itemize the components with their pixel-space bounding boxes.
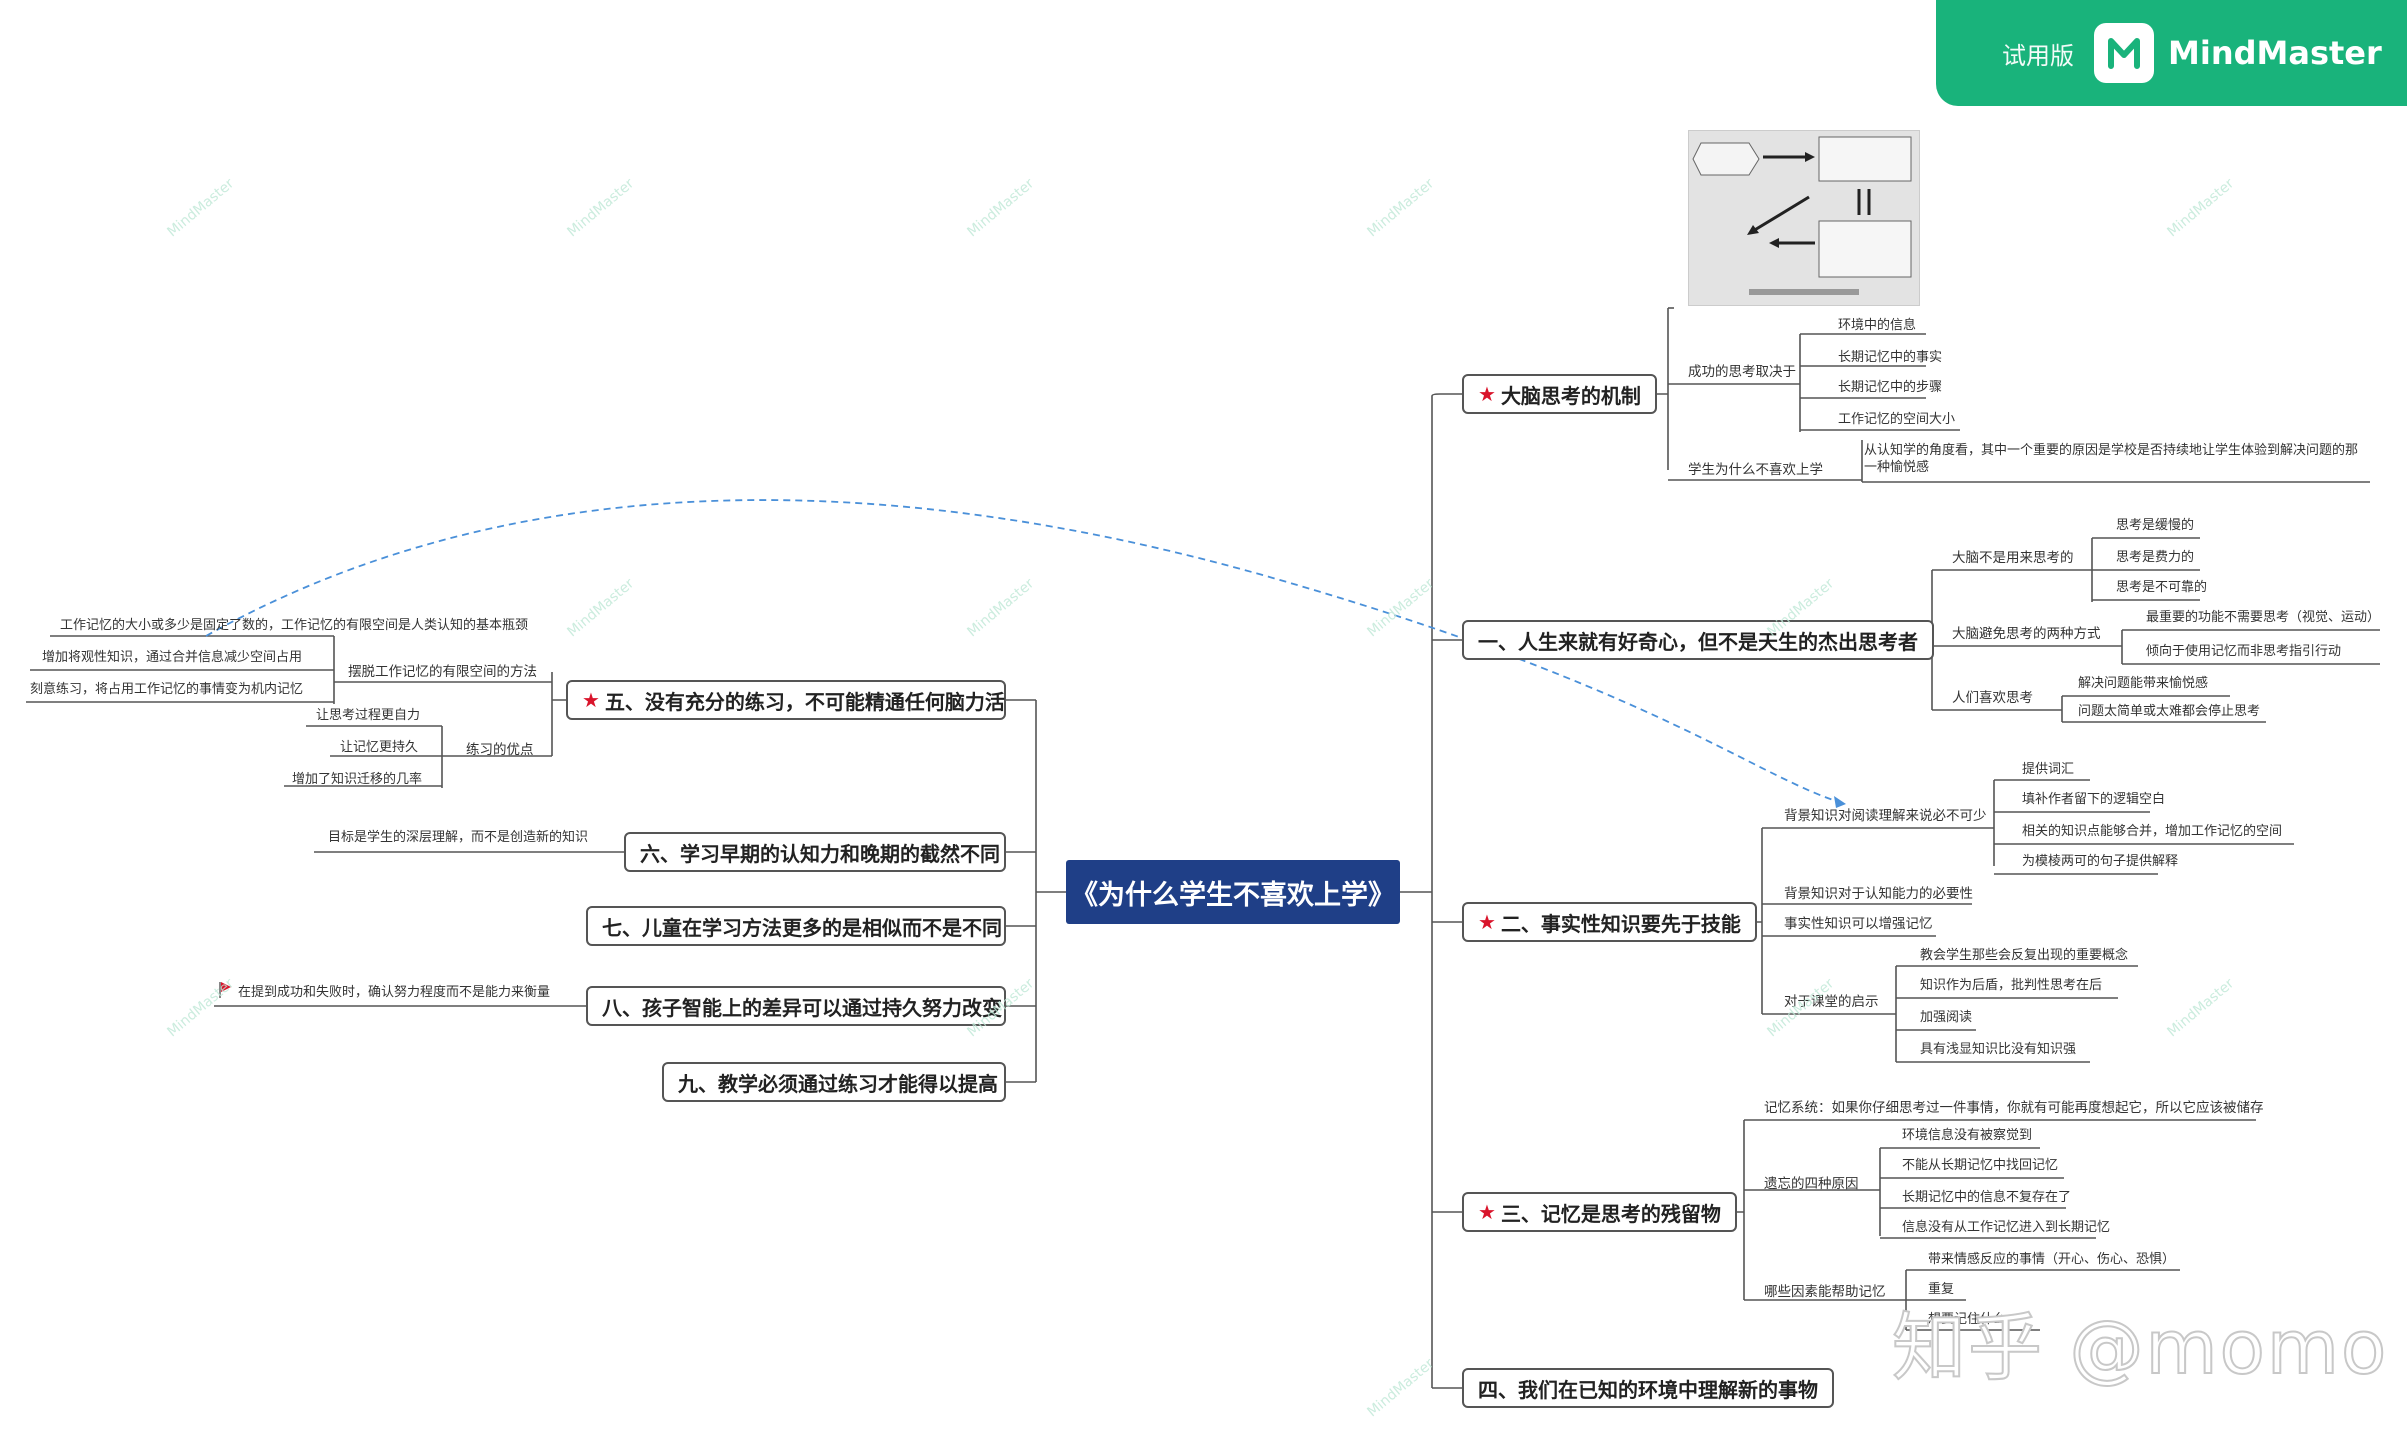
- star-icon: ★: [1478, 382, 1496, 406]
- root-topic[interactable]: 《为什么学生不喜欢上学》: [1066, 860, 1400, 924]
- sub-why-dislike-school[interactable]: 学生为什么不喜欢上学: [1688, 462, 1823, 478]
- sub-background-cognition[interactable]: 背景知识对于认知能力的必要性: [1784, 886, 1973, 902]
- branch-intelligence-effort[interactable]: 八、孩子智能上的差异可以通过持久努力改变: [586, 986, 1006, 1026]
- leaf-not-noticed[interactable]: 环境信息没有被察觉到: [1902, 1128, 2033, 1143]
- sub-factual-memory[interactable]: 事实性知识可以增强记忆: [1784, 916, 1933, 932]
- leaf-not-transferred[interactable]: 信息没有从工作记忆进入到长期记忆: [1902, 1220, 2111, 1235]
- leaf-cognitive-reason[interactable]: 从认知学的角度看，其中一个重要的原因是学校是否持续地让学生体验到解决问题的那一种…: [1864, 443, 2359, 475]
- branch-practice[interactable]: ★五、没有充分的练习，不可能精通任何脑力活: [566, 680, 1006, 720]
- branch-memory[interactable]: ★三、记忆是思考的残留物: [1462, 1192, 1737, 1232]
- leaf-env-info[interactable]: 环境中的信息: [1838, 318, 1917, 333]
- sub-success-thinking[interactable]: 成功的思考取决于: [1688, 364, 1796, 380]
- leaf-chunking[interactable]: 相关的知识点能够合并，增加工作记忆的空间: [2022, 824, 2283, 839]
- branch-teaching-practice[interactable]: 九、教学必须通过练习才能得以提高: [662, 1062, 1006, 1102]
- branch-curiosity[interactable]: 一、人生来就有好奇心，但不是天生的杰出思考者: [1462, 620, 1934, 660]
- branch-label: 一、人生来就有好奇心，但不是天生的杰出思考者: [1478, 629, 1918, 654]
- leaf-logic-gaps[interactable]: 填补作者留下的逻辑空白: [2022, 792, 2166, 807]
- leaf-shallow-knowledge[interactable]: 具有浅显知识比没有知识强: [1920, 1042, 2077, 1057]
- star-icon: ★: [582, 688, 600, 712]
- sub-people-like-thinking[interactable]: 人们喜欢思考: [1952, 690, 2033, 706]
- leaf-unreliable[interactable]: 思考是不可靠的: [2116, 580, 2208, 595]
- leaf-key-concepts[interactable]: 教会学生那些会反复出现的重要概念: [1920, 948, 2129, 963]
- branch-label: 二、事实性知识要先于技能: [1500, 911, 1741, 936]
- branch-label: 六、学习早期的认知力和晚期的截然不同: [640, 841, 1000, 866]
- sub-memory-system[interactable]: 记忆系统：如果你仔细思考过一件事情，你就有可能再度想起它，所以它应该被储存: [1764, 1100, 2264, 1116]
- leaf-wm-size[interactable]: 工作记忆的空间大小: [1838, 412, 1956, 427]
- leaf-repetition[interactable]: 重复: [1928, 1282, 1955, 1297]
- leaf-slow[interactable]: 思考是缓慢的: [2116, 518, 2195, 533]
- leaf-vocabulary[interactable]: 提供词汇: [2022, 762, 2075, 777]
- leaf-emotion[interactable]: 带来情感反应的事情（开心、伤心、恐惧）: [1928, 1252, 2176, 1267]
- zhihu-watermark: 知乎 @momo: [1891, 1304, 2389, 1392]
- leaf-solve-pleasure[interactable]: 解决问题能带来愉悦感: [2078, 676, 2209, 691]
- branch-label: 九、教学必须通过练习才能得以提高: [678, 1071, 998, 1096]
- leaf-durable-memory[interactable]: 让记忆更持久: [340, 740, 419, 755]
- leaf-transfer[interactable]: 增加了知识迁移的几率: [292, 772, 423, 787]
- sub-practice-benefits[interactable]: 练习的优点: [466, 742, 534, 758]
- sub-brain-not-for-thinking[interactable]: 大脑不是用来思考的: [1952, 550, 2074, 566]
- sub-avoid-thinking[interactable]: 大脑避免思考的两种方式: [1952, 626, 2101, 642]
- leaf-ambiguity[interactable]: 为模棱两可的句子提供解释: [2022, 854, 2179, 869]
- leaf-wm-bottleneck[interactable]: 工作记忆的大小或多少是固定了数的，工作记忆的有限空间是人类认知的基本瓶颈: [60, 618, 529, 633]
- brain-model-figure: [1688, 130, 1920, 306]
- leaf-label: 在提到成功和失败时，确认努力程度而不是能力来衡量: [238, 985, 551, 1000]
- brand-badge[interactable]: 试用版 MindMaster: [1936, 0, 2407, 106]
- branch-label: 七、儿童在学习方法更多的是相似而不是不同: [602, 915, 1002, 940]
- brand-name: MindMaster: [2168, 34, 2382, 72]
- branch-label: 四、我们在已知的环境中理解新的事物: [1478, 1377, 1818, 1402]
- branch-brain-mechanism[interactable]: ★大脑思考的机制: [1462, 374, 1657, 414]
- branch-label: 三、记忆是思考的残留物: [1500, 1201, 1721, 1226]
- leaf-effortful[interactable]: 思考是费力的: [2116, 550, 2195, 565]
- leaf-no-thinking-functions[interactable]: 最重要的功能不需要思考（视觉、运动）: [2146, 610, 2381, 625]
- leaf-cannot-retrieve[interactable]: 不能从长期记忆中找回记忆: [1902, 1158, 2059, 1173]
- branch-label: 八、孩子智能上的差异可以通过持久努力改变: [602, 995, 1002, 1020]
- mindmaster-logo-icon: [2094, 23, 2154, 83]
- leaf-want-remember[interactable]: 想要记住什么: [1928, 1312, 2007, 1327]
- red-flag-icon: [218, 982, 232, 998]
- leaf-ltm-facts[interactable]: 长期记忆中的事实: [1838, 350, 1943, 365]
- leaf-ltm-steps[interactable]: 长期记忆中的步骤: [1838, 380, 1943, 395]
- trial-label: 试用版: [2002, 41, 2074, 70]
- sub-background-reading[interactable]: 背景知识对阅读理解来说必不可少: [1784, 808, 1987, 824]
- sub-escape-wm-limit[interactable]: 摆脱工作记忆的有限空间的方法: [348, 664, 537, 680]
- branch-factual-knowledge[interactable]: ★二、事实性知识要先于技能: [1462, 902, 1757, 942]
- leaf-praise-effort[interactable]: 在提到成功和失败时，确认努力程度而不是能力来衡量: [216, 982, 552, 1004]
- leaf-too-easy-hard[interactable]: 问题太简单或太难都会停止思考: [2078, 704, 2261, 719]
- branch-known-context[interactable]: 四、我们在已知的环境中理解新的事物: [1462, 1368, 1834, 1408]
- branch-early-vs-late[interactable]: 六、学习早期的认知力和晚期的截然不同: [624, 832, 1006, 872]
- leaf-info-gone[interactable]: 长期记忆中的信息不复存在了: [1902, 1190, 2072, 1205]
- leaf-chunk-knowledge[interactable]: 增加将观性知识，通过合并信息减少空间占用: [42, 650, 303, 665]
- leaf-deep-understanding[interactable]: 目标是学生的深层理解，而不是创造新的知识: [328, 830, 589, 845]
- branch-label: 大脑思考的机制: [1500, 383, 1641, 408]
- sub-classroom-implications[interactable]: 对于课堂的启示: [1784, 994, 1879, 1010]
- branch-label: 五、没有充分的练习，不可能精通任何脑力活: [604, 689, 1005, 714]
- leaf-critical-thinking[interactable]: 知识作为后盾，批判性思考在后: [1920, 978, 2103, 993]
- leaf-reading[interactable]: 加强阅读: [1920, 1010, 1973, 1025]
- diagram-image: [1689, 131, 1919, 305]
- star-icon: ★: [1478, 910, 1496, 934]
- star-icon: ★: [1478, 1200, 1496, 1224]
- sub-forgetting-reasons[interactable]: 遗忘的四种原因: [1764, 1176, 1859, 1192]
- leaf-automatic-thinking[interactable]: 让思考过程更自力: [316, 708, 421, 723]
- leaf-deliberate-practice[interactable]: 刻意练习，将占用工作记忆的事情变为机内记忆: [30, 682, 304, 697]
- leaf-use-memory[interactable]: 倾向于使用记忆而非思考指引行动: [2146, 644, 2342, 659]
- sub-memory-factors[interactable]: 哪些因素能帮助记忆: [1764, 1284, 1886, 1300]
- branch-children-similar[interactable]: 七、儿童在学习方法更多的是相似而不是不同: [586, 906, 1006, 946]
